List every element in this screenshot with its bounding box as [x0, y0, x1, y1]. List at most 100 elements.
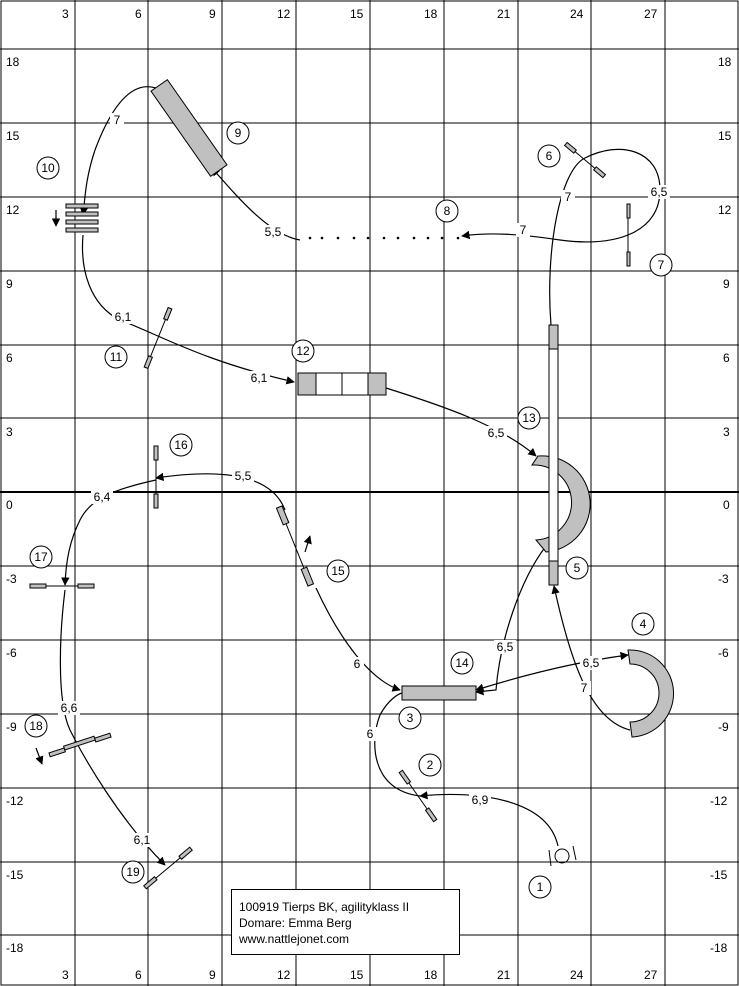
y-tick-left: -6: [6, 646, 17, 660]
x-tick-top: 6: [135, 7, 142, 21]
number-9: 9: [226, 121, 250, 145]
number-10: 10: [36, 156, 60, 180]
y-tick-right: 18: [718, 55, 732, 69]
number-8: 8: [435, 199, 459, 223]
svg-text:3: 3: [407, 711, 414, 725]
svg-text:2: 2: [427, 758, 434, 772]
number-2: 2: [418, 753, 442, 777]
distance-label: 5,5: [265, 225, 282, 239]
number-19: 19: [121, 860, 145, 884]
y-tick-left: 15: [6, 129, 20, 143]
course-title: 100919 Tierps BK, agilityklass II: [239, 900, 410, 914]
y-tick-right: -3: [718, 572, 729, 586]
distance-label: 7: [520, 223, 527, 237]
x-tick-top: 18: [424, 7, 438, 21]
number-6: 6: [537, 144, 561, 168]
svg-text:7: 7: [658, 258, 665, 272]
number-17: 17: [29, 545, 53, 569]
distance-label: 5,5: [235, 469, 252, 483]
number-3: 3: [398, 706, 422, 730]
svg-text:5: 5: [574, 561, 581, 575]
x-tick-bottom: 9: [209, 968, 216, 982]
curved-tunnel-13: [531, 455, 591, 553]
jump-7: [626, 203, 631, 267]
y-tick-left: 18: [6, 55, 20, 69]
number-11: 11: [104, 345, 128, 369]
svg-text:11: 11: [110, 350, 123, 364]
obstacles: [29, 78, 675, 890]
x-tick-bottom: 3: [62, 968, 69, 982]
number-12: 12: [291, 339, 315, 363]
distance-label: 6,1: [115, 310, 132, 324]
distance-label: 6: [367, 727, 374, 741]
svg-text:17: 17: [34, 550, 48, 564]
y-tick-right: -6: [718, 646, 729, 660]
y-tick-left: 0: [6, 498, 13, 512]
x-axis-bottom: 3 6 9 12 15 18 21 24 27: [62, 968, 658, 982]
svg-text:13: 13: [522, 411, 536, 425]
distance-label: 6,5: [488, 426, 505, 440]
svg-text:14: 14: [455, 656, 469, 670]
y-tick-right: 3: [723, 425, 730, 439]
distance-label: 6,4: [94, 490, 111, 504]
x-tick-top: 21: [497, 7, 511, 21]
tire-1: [548, 845, 577, 867]
distance-label: 6,1: [134, 833, 151, 847]
y-axis-right: 18 15 12 9 6 3 0 -3 -6 -9 -12 -15 -18: [710, 55, 732, 955]
direction-arrows: [35, 210, 312, 765]
x-tick-bottom: 21: [497, 968, 511, 982]
website-link[interactable]: www.nattlejonet.com: [239, 932, 350, 946]
x-tick-bottom: 6: [135, 968, 142, 982]
svg-text:6: 6: [546, 149, 553, 163]
distance-labels: 7 5,5 6,5 7 6,1 6,1 6,5 7 5,5 6,4 6 6,5 …: [58, 113, 670, 847]
y-tick-right: 12: [718, 203, 732, 217]
x-tick-top: 12: [277, 7, 291, 21]
curved-tunnel-4: [627, 649, 675, 738]
jump-15: [275, 505, 315, 587]
jump-10: [65, 203, 99, 233]
svg-text:19: 19: [126, 865, 140, 879]
course-info-box: 100919 Tierps BK, agilityklass II Domare…: [231, 889, 460, 955]
svg-text:9: 9: [235, 126, 242, 140]
distance-label: 6,6: [61, 701, 78, 715]
number-4: 4: [631, 612, 655, 636]
distance-label: 6,1: [251, 371, 268, 385]
jump-19: [143, 846, 193, 890]
svg-text:15: 15: [331, 564, 345, 578]
distance-label: 6,5: [583, 656, 600, 670]
y-tick-right: -12: [710, 794, 728, 808]
jump-16: [153, 445, 159, 509]
jump-17: [29, 583, 95, 589]
y-tick-left: -12: [6, 794, 24, 808]
jump-2: [398, 769, 438, 823]
distance-label: 6,5: [497, 640, 514, 654]
number-5: 5: [565, 556, 589, 580]
x-tick-bottom: 15: [350, 968, 364, 982]
svg-text:18: 18: [29, 719, 43, 733]
distance-label: 7: [114, 113, 121, 127]
number-16: 16: [169, 433, 193, 457]
x-axis-top: 3 6 9 12 15 18 21 24 27: [62, 7, 658, 21]
y-tick-left: 6: [6, 351, 13, 365]
distance-label: 6: [354, 657, 361, 671]
svg-text:4: 4: [640, 617, 647, 631]
x-tick-top: 15: [350, 7, 364, 21]
tunnel-9: [150, 78, 228, 178]
svg-text:16: 16: [174, 438, 188, 452]
y-tick-left: -3: [6, 572, 17, 586]
number-7: 7: [649, 253, 673, 277]
svg-text:12: 12: [296, 344, 310, 358]
number-13: 13: [517, 406, 541, 430]
y-tick-right: 15: [718, 129, 732, 143]
jump-6: [563, 141, 607, 179]
x-tick-bottom: 18: [424, 968, 438, 982]
number-18: 18: [24, 714, 48, 738]
x-tick-bottom: 27: [644, 968, 658, 982]
number-15: 15: [326, 559, 350, 583]
judge-name: Domare: Emma Berg: [239, 916, 352, 930]
y-tick-left: 12: [6, 203, 20, 217]
jump-11: [143, 306, 173, 370]
y-axis-left: 18 15 12 9 6 3 0 -3 -6 -9 -12 -15 -18: [6, 55, 24, 955]
obstacle-numbers: 1 2 3 4 5 6 7 8 9 10 11 12 13 14 15 16 1…: [24, 121, 673, 899]
